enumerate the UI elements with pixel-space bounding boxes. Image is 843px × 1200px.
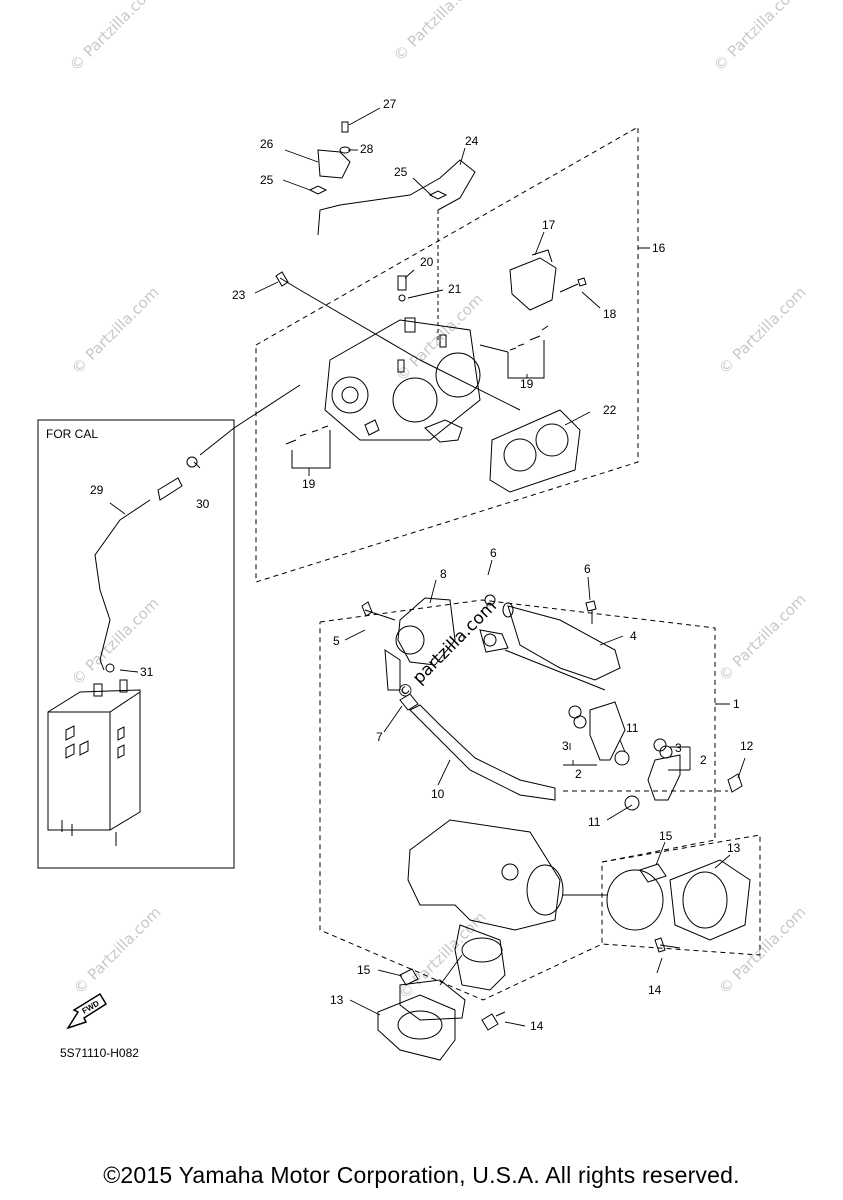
intake-manifold [407, 819, 564, 991]
group-1-boundary [319, 599, 716, 1001]
callout-3b: 3 [675, 741, 682, 755]
callout-23: 23 [232, 288, 246, 302]
charcoal-canister [47, 679, 141, 846]
callout-16: 16 [652, 241, 666, 255]
callout-7: 7 [376, 730, 383, 744]
callout-15b: 15 [357, 963, 371, 977]
callout-25a: 25 [260, 173, 274, 187]
callout-13a: 13 [727, 841, 741, 855]
clamp-15-right [606, 863, 667, 931]
gasket-22 [489, 409, 581, 493]
callout-30: 30 [196, 497, 210, 511]
callout-11a: 11 [626, 721, 639, 735]
injector-right [624, 738, 681, 811]
callout-8: 8 [440, 567, 447, 581]
callout-4: 4 [630, 629, 637, 643]
callout-13b: 13 [330, 993, 344, 1007]
callout-14a: 14 [648, 983, 662, 997]
callout-5: 5 [333, 634, 340, 648]
callout-6a: 6 [490, 546, 497, 560]
for-cal-box [37, 419, 235, 869]
callout-20: 20 [420, 255, 434, 269]
joint-13-left [377, 994, 456, 1061]
fuel-rail-4 [479, 602, 621, 691]
injector-left [568, 701, 630, 766]
callout-14b: 14 [530, 1019, 544, 1033]
callout-3a: 3 [562, 739, 569, 753]
copyright-notice: ©2015 Yamaha Motor Corporation, U.S.A. A… [103, 1162, 740, 1188]
callout-19a: 19 [520, 377, 534, 391]
callout-10: 10 [431, 787, 445, 801]
drawing-code: 5S71110-H082 [60, 1046, 139, 1060]
callout-24: 24 [465, 134, 479, 148]
group-16-boundary [255, 126, 639, 583]
hose-24 [317, 159, 476, 236]
callout-12: 12 [740, 739, 754, 753]
group-13-boundary [601, 834, 761, 956]
callout-2b: 2 [700, 753, 707, 767]
callout-18: 18 [603, 307, 617, 321]
pressure-regulator-8 [384, 597, 456, 691]
clamp-15-left [399, 968, 466, 1021]
hose-29 [94, 499, 151, 671]
sensor-26 [317, 149, 351, 179]
throttle-body [324, 317, 481, 443]
joint-13-right [669, 859, 751, 941]
callout-27: 27 [383, 97, 397, 111]
callout-17: 17 [542, 218, 556, 232]
callout-15a: 15 [659, 829, 673, 843]
callout-2a: 2 [575, 767, 582, 781]
hose-10 [409, 704, 556, 801]
callout-28: 28 [360, 142, 374, 156]
sensor-17 [509, 257, 557, 311]
callout-31: 31 [140, 665, 154, 679]
callout-26: 26 [260, 137, 274, 151]
callout-25b: 25 [394, 165, 408, 179]
callout-11b: 11 [588, 815, 601, 829]
callout-29: 29 [90, 483, 104, 497]
for-cal-label: FOR CAL [46, 427, 99, 441]
callout-19b: 19 [302, 477, 316, 491]
callout-21: 21 [448, 282, 462, 296]
callout-1: 1 [733, 697, 740, 711]
callout-6b: 6 [584, 562, 591, 576]
callout-22: 22 [603, 403, 617, 417]
fwd-arrow-icon: FWD [66, 992, 108, 1030]
